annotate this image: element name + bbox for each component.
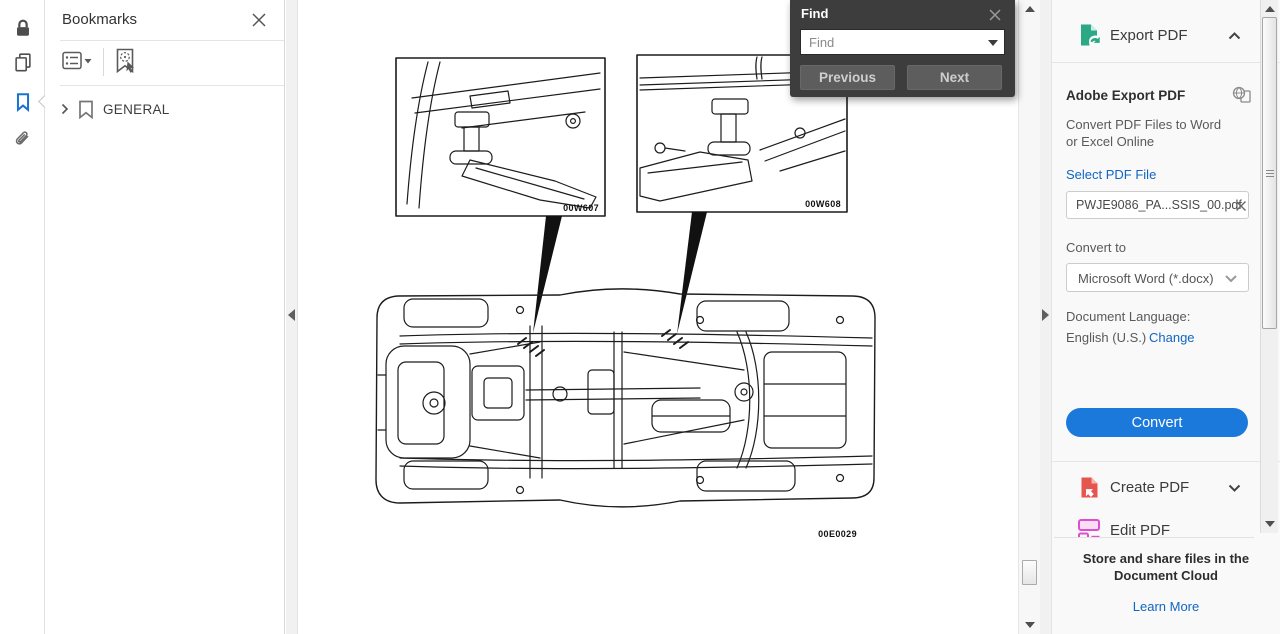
chevron-down-icon [1228,484,1241,492]
tool-label: Export PDF [1110,27,1188,44]
panel-collapse-gutter-right [1040,0,1052,634]
selected-file-name: PWJE9086_PA...SSIS_00.pdf [1076,198,1242,212]
create-pdf-icon [1079,476,1100,500]
toolbar-separator [103,48,104,76]
document-viewport[interactable]: 00W607 00W608 00E0029 [299,0,1018,634]
change-language-link[interactable]: Change [1149,330,1195,345]
remove-file-button[interactable] [1233,198,1249,214]
find-previous-button[interactable]: Previous [800,65,895,90]
divider [1052,461,1280,462]
find-next-button[interactable]: Next [907,65,1002,90]
bookmark-item-general[interactable]: GENERAL [46,96,285,122]
bookmarks-close-button[interactable] [249,10,269,30]
chevron-up-icon [1228,32,1241,40]
section-description-line1: Convert PDF Files to Word [1066,117,1222,132]
footer-text-line2: Document Cloud [1114,568,1218,583]
figure-code-main: 00E0029 [818,529,857,539]
online-service-icon [1232,86,1252,104]
scroll-up-arrow-icon[interactable] [1025,6,1035,12]
bookmarks-panel: Bookmarks [46,0,285,634]
scroll-down-arrow-icon[interactable] [1265,521,1275,527]
find-dialog-title: Find [801,6,829,21]
footer-text-line1: Store and share files in the [1082,551,1250,566]
figure-code-2: 00W608 [805,199,841,209]
protection-lock-button[interactable] [9,14,36,41]
chassis-figure: 00W607 00W608 00E0029 [375,54,876,539]
bookmark-locate-icon [114,48,138,75]
close-icon [986,6,1004,24]
export-pdf-icon [1078,23,1101,48]
format-select-value: Microsoft Word (*.docx) [1078,271,1214,286]
chevron-right-icon[interactable] [61,103,69,115]
tool-label: Edit PDF [1110,522,1171,539]
bookmark-glyph-icon [78,100,94,119]
lock-icon [12,17,34,39]
attachments-button[interactable] [9,126,36,153]
left-tool-rail [0,0,51,634]
collapse-left-arrow-icon[interactable] [288,309,295,321]
bookmark-item-label: GENERAL [103,101,170,117]
document-scrollbar[interactable] [1018,0,1040,634]
document-language-value: English (U.S.) [1066,330,1147,345]
tool-label: Create PDF [1110,479,1190,496]
format-select[interactable]: Microsoft Word (*.docx) [1066,263,1249,292]
scroll-up-arrow-icon[interactable] [1265,6,1275,12]
find-input[interactable] [800,29,1005,55]
scroll-down-arrow-icon[interactable] [1025,622,1035,628]
document-language-label: Document Language: [1066,309,1191,324]
find-close-button[interactable] [986,6,1004,24]
divider [1054,537,1254,538]
scrollbar-grip [1266,170,1274,179]
divider [60,40,284,41]
selected-file-box: PWJE9086_PA...SSIS_00.pdf [1066,191,1249,219]
convert-to-label: Convert to [1066,240,1126,255]
section-description-line2: or Excel Online [1066,134,1155,149]
find-dialog: Find Previous Next [790,0,1015,97]
figure-code-1: 00W607 [563,203,599,213]
find-history-dropdown-icon[interactable] [988,40,998,46]
bookmarks-panel-button[interactable] [9,88,36,115]
tool-create-pdf[interactable]: Create PDF [1052,473,1252,507]
select-pdf-file-link[interactable]: Select PDF File [1066,167,1157,182]
options-list-icon [62,51,92,71]
find-current-bookmark-button[interactable] [114,48,138,75]
document-scrollbar-thumb[interactable] [1022,560,1037,585]
chevron-down-icon [1224,274,1238,283]
convert-button[interactable]: Convert [1066,408,1248,437]
tool-export-pdf[interactable]: Export PDF [1052,20,1252,54]
divider [1052,62,1280,63]
page-thumbnails-button[interactable] [9,48,36,75]
bookmark-icon [12,91,34,113]
copy-pages-icon [12,51,34,73]
collapse-right-arrow-icon[interactable] [1042,309,1049,321]
panel-collapse-gutter-left [286,0,298,634]
tools-panel: Export PDF Adobe Export PDF Convert PDF … [1052,0,1280,634]
tools-panel-scrollbar-thumb[interactable] [1262,17,1277,329]
document-cloud-footer: Store and share files in the Document Cl… [1052,538,1280,634]
tools-panel-scrollbar[interactable] [1260,0,1278,533]
edit-pdf-icon [1078,519,1101,541]
tool-edit-pdf[interactable]: Edit PDF [1052,515,1252,549]
divider [60,85,284,86]
bookmark-options-button[interactable] [62,51,92,71]
close-icon [249,10,269,30]
paperclip-icon [12,129,34,151]
learn-more-link[interactable]: Learn More [1132,599,1200,614]
section-title: Adobe Export PDF [1066,88,1186,103]
bookmarks-panel-title: Bookmarks [62,11,138,28]
